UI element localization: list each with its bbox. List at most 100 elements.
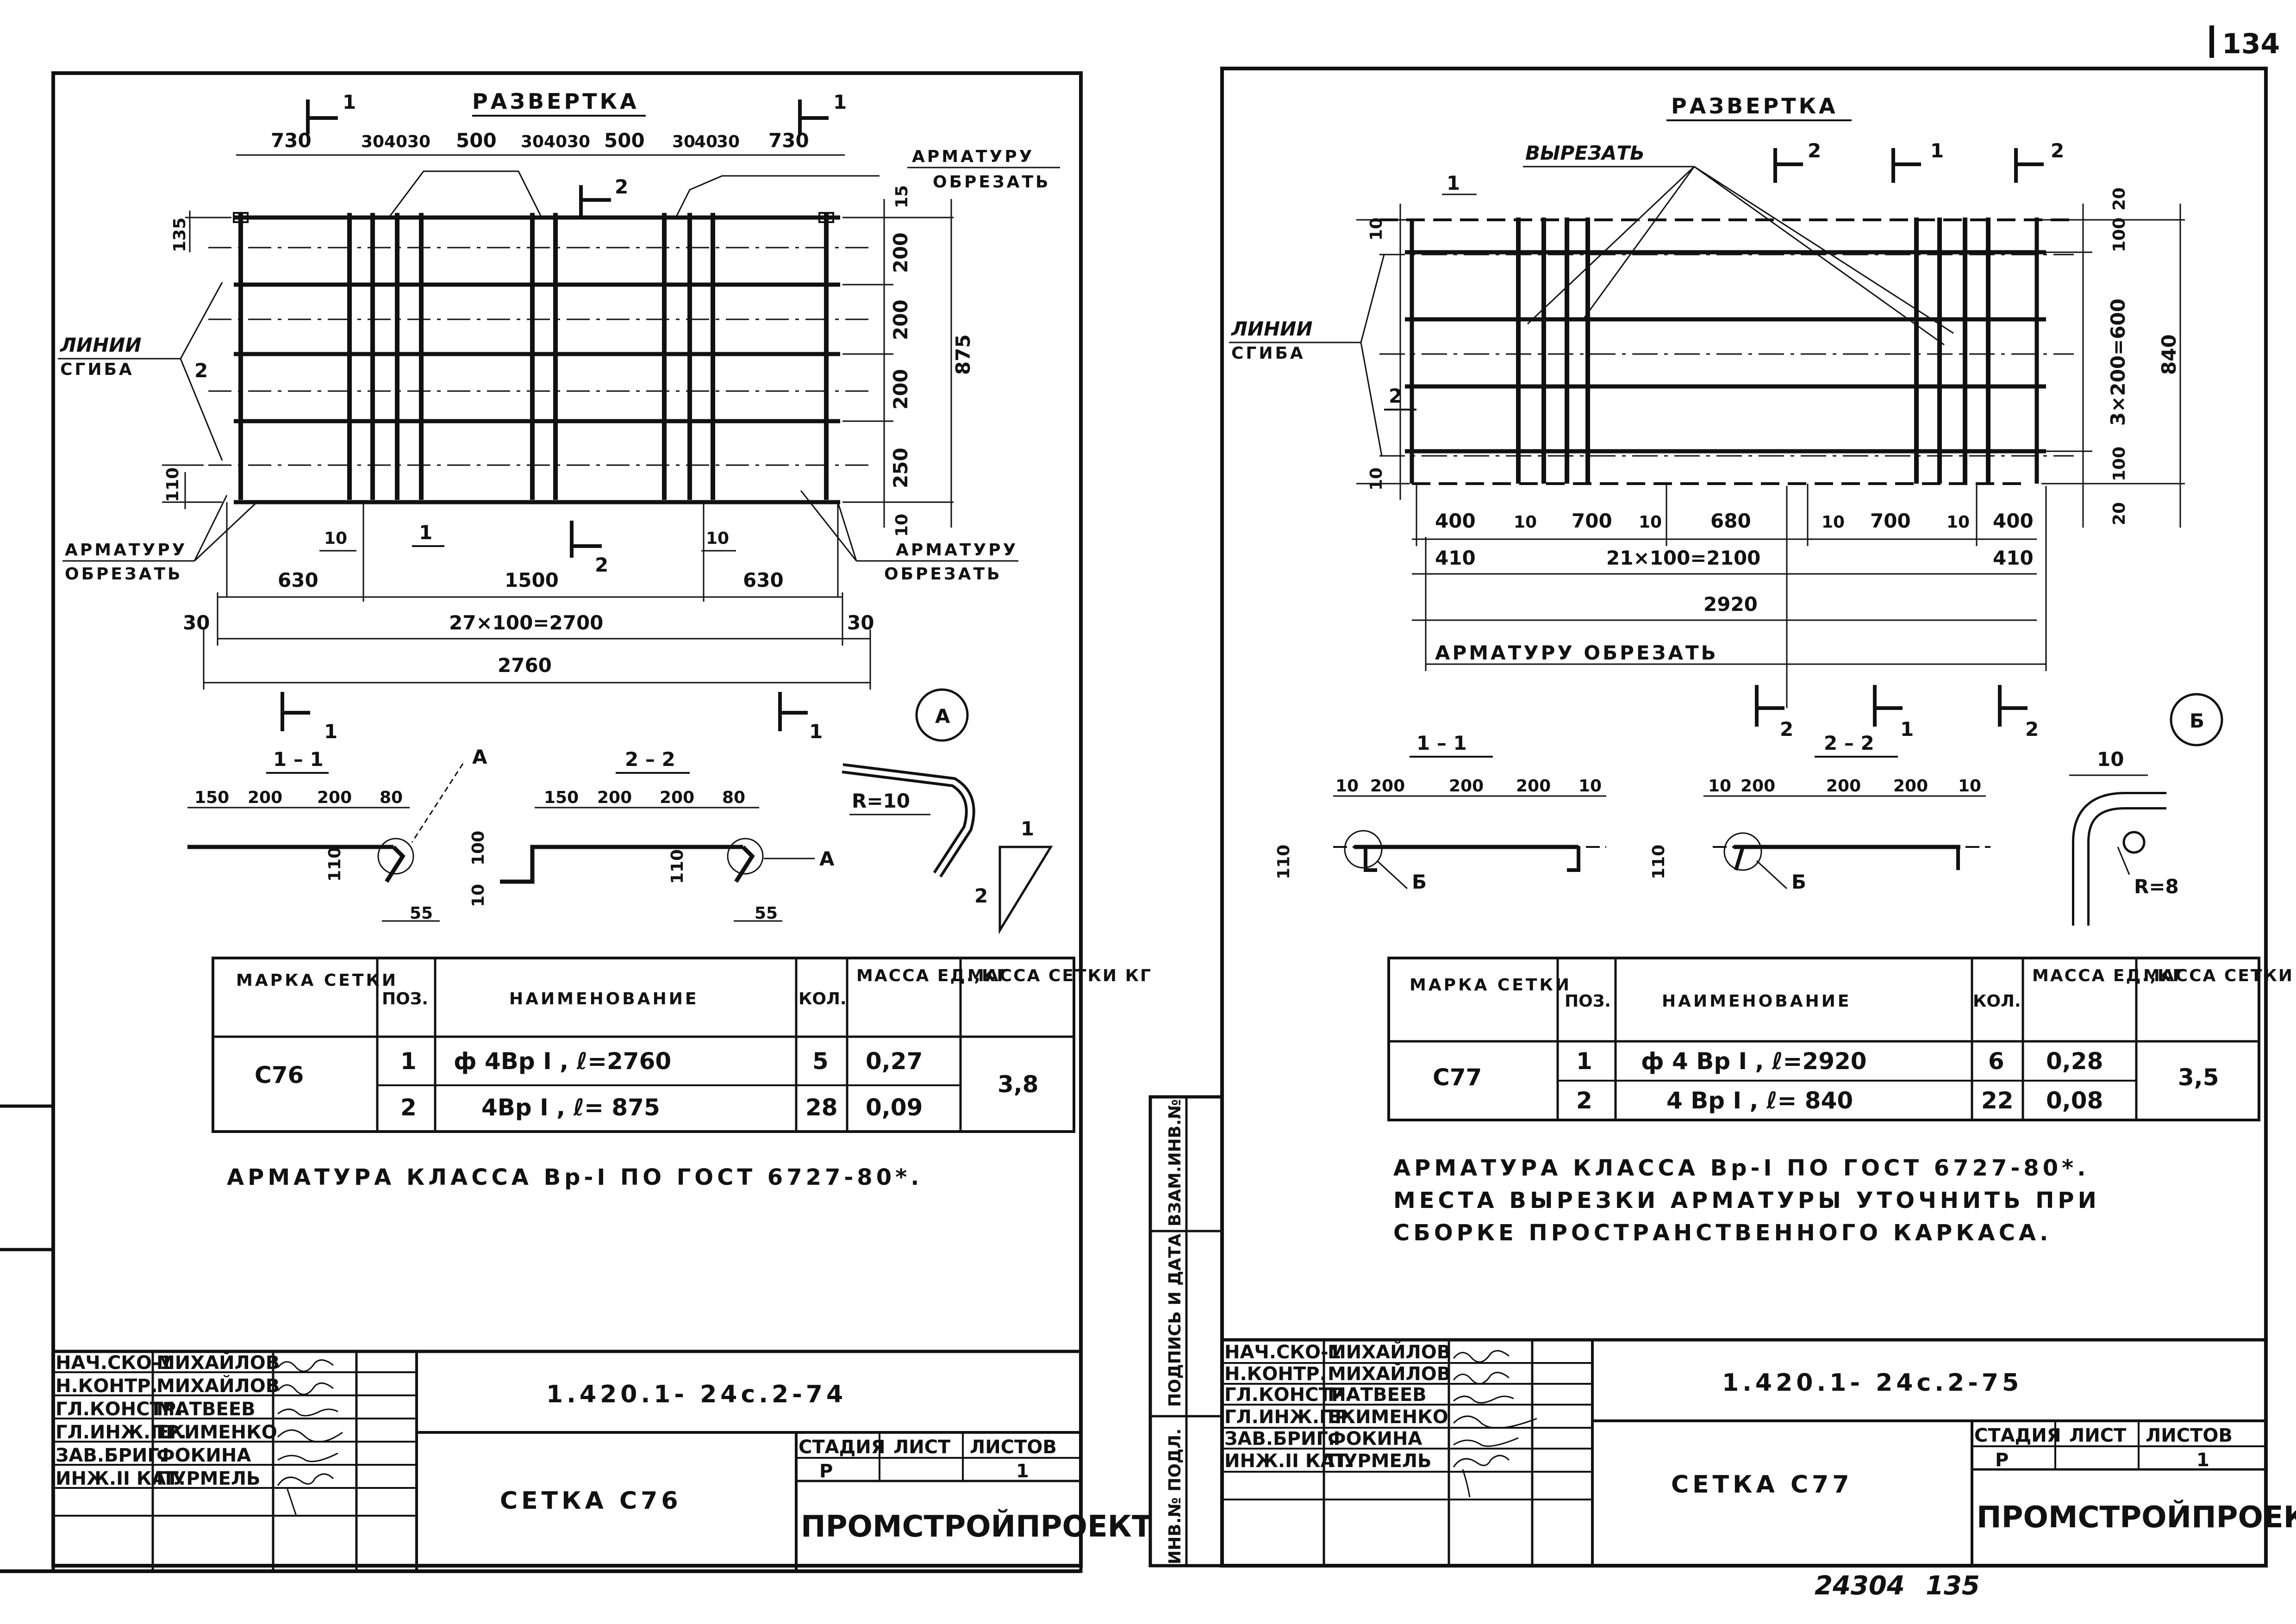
svg-text:1: 1 [1021,817,1034,840]
svg-text:10: 10 [1822,513,1845,532]
svg-text:МАССА ЕД.,КГ: МАССА ЕД.,КГ [2032,966,2184,985]
right-left-dim-a: 10 [1367,218,1386,241]
right-detail: 10 R=8 [2069,748,2179,926]
svg-text:40: 40 [384,132,407,151]
svg-text:250: 250 [889,448,912,488]
svg-text:2: 2 [1576,1087,1592,1114]
svg-text:НАИМЕНОВАНИЕ: НАИМЕНОВАНИЕ [509,989,699,1008]
svg-text:ЗАВ.БРИГ.: ЗАВ.БРИГ. [56,1445,166,1466]
right-total-height: 840 [2158,334,2180,375]
left-right-dims [842,199,954,528]
right-sheet: ИНВ.№ ПОДЛ. ПОДПИСЬ И ДАТА ВЗАМ.ИНВ.№ РА… [1148,67,2296,1568]
svg-text:55: 55 [755,904,778,923]
footer-inventory: 24304 135 [1815,1571,1980,1601]
svg-text:А: А [472,746,487,768]
svg-text:200: 200 [1449,777,1484,796]
right-side-stamp [1148,1095,1224,1568]
svg-text:0,09: 0,09 [866,1094,923,1121]
svg-text:30: 30 [672,132,695,151]
left-title-block [51,1350,1083,1573]
svg-text:МАССА СЕТКИ КГ: МАССА СЕТКИ КГ [967,966,1152,985]
svg-text:200: 200 [1893,777,1928,796]
svg-text:0,27: 0,27 [866,1048,923,1075]
page-number: 134 [2209,25,2280,60]
svg-text:КОЛ.: КОЛ. [1973,992,2021,1011]
right-cut-out-label: ВЫРЕЗАТЬ [1523,142,1954,346]
right-right-dim-labels: 20 100 3×200=600 100 20 840 [2107,187,2180,525]
svg-text:ЛИНИИ: ЛИНИИ [1230,317,1313,340]
svg-text:2 – 2: 2 – 2 [1824,732,1874,754]
svg-text:1: 1 [1900,718,1914,740]
svg-text:30: 30 [717,132,740,151]
right-section-marks-bottom: 2 1 2 [1755,685,2039,740]
svg-text:3×200=600: 3×200=600 [2107,299,2129,426]
left-sheet: РАЗВЕРТКА 1 1 2 730 30 40 30 500 30 40 3… [0,71,1152,1573]
svg-text:110: 110 [1274,845,1293,879]
svg-text:4Вр I , ℓ= 875: 4Вр I , ℓ= 875 [481,1094,660,1121]
svg-text:2: 2 [595,554,608,576]
left-frame [51,71,1083,1568]
svg-text:30: 30 [407,132,430,151]
svg-text:МАТВЕЕВ: МАТВЕЕВ [1328,1384,1427,1406]
svg-text:МЕСТА ВЫРЕЗКИ АРМАТУРЫ УТОЧНИТ: МЕСТА ВЫРЕЗКИ АРМАТУРЫ УТОЧНИТЬ ПРИ [1393,1188,2100,1213]
svg-text:С77: С77 [1433,1064,1482,1091]
left-dim-630a: 630 [278,569,318,591]
right-signatures [1453,1350,1537,1498]
left-dim-10b: 10 [706,529,729,548]
right-section-1-1: 1 – 1 10 200 200 200 10 110 Б [1274,732,1606,893]
left-firm: ПРОМСТРОЙПРОЕКТ [801,1509,1152,1544]
svg-text:80: 80 [380,788,403,807]
svg-text:40: 40 [694,132,718,151]
svg-text:МАТВЕЕВ: МАТВЕЕВ [156,1399,256,1420]
svg-text:30: 30 [521,132,544,151]
left-pos-1: 1 [419,521,432,544]
svg-text:40: 40 [544,132,567,151]
svg-text:21×100=2100: 21×100=2100 [1606,547,1760,569]
svg-text:110: 110 [325,847,344,882]
svg-text:А: А [819,847,835,870]
right-notes: АРМАТУРА КЛАССА Вр-I ПО ГОСТ 6727-80*. М… [1393,1155,2100,1246]
svg-text:ЛИСТ: ЛИСТ [893,1437,951,1458]
svg-text:СГИБА: СГИБА [60,360,134,379]
left-cut-label-left: АРМАТУРУ ОБРЕЗАТЬ [62,495,258,584]
svg-text:10: 10 [1514,513,1537,532]
svg-text:Н.КОНТР.: Н.КОНТР. [56,1375,158,1397]
svg-text:200: 200 [1826,777,1861,796]
svg-text:1: 1 [2196,1450,2209,1471]
right-title: РАЗВЕРТКА [1671,93,1838,118]
svg-text:500: 500 [456,129,497,152]
left-dim-30b: 30 [847,611,874,634]
svg-text:2: 2 [2051,139,2064,162]
svg-text:0,28: 0,28 [2046,1048,2103,1075]
left-detail: R=10 1 2 [842,763,1053,934]
svg-text:Н.КОНТР.: Н.КОНТР. [1224,1363,1327,1385]
svg-text:1 – 1: 1 – 1 [1416,732,1467,754]
svg-text:ОБРЕЗАТЬ: ОБРЕЗАТЬ [933,173,1050,192]
svg-text:1: 1 [1447,172,1460,194]
left-section-mark-1b: 1 [798,91,847,134]
svg-text:МАССА ЕД.,КГ: МАССА ЕД.,КГ [856,966,1009,985]
svg-text:150: 150 [194,788,229,807]
svg-text:2920: 2920 [1703,593,1758,616]
svg-text:ЕКИМЕНКО: ЕКИМЕНКО [1328,1406,1448,1428]
svg-text:10: 10 [469,884,488,907]
left-pos-2: 2 [194,359,208,382]
svg-text:6: 6 [1988,1048,2004,1075]
svg-text:200: 200 [248,788,282,807]
svg-text:С76: С76 [255,1062,304,1089]
right-title-block-text: НАЧ.СКО-1 Н.КОНТР. ГЛ.КОНСТР. ГЛ.ИНЖ.ПР.… [1224,1341,2296,1535]
svg-text:10: 10 [1639,513,1662,532]
svg-text:НАЧ.СКО-1: НАЧ.СКО-1 [56,1352,172,1374]
left-section-1-1: 1 – 1 150 200 200 80 110 55 А [187,746,487,923]
svg-text:ГЛ.КОНСТР.: ГЛ.КОНСТР. [56,1399,183,1420]
svg-text:СГИБА: СГИБА [1231,344,1305,363]
svg-text:2: 2 [974,884,988,907]
svg-text:200: 200 [317,788,352,807]
svg-text:ПОЗ.: ПОЗ. [382,989,428,1008]
left-bottom-dim-lines [203,592,871,690]
svg-text:R=10: R=10 [852,790,910,812]
svg-text:20: 20 [2110,187,2129,211]
right-bottom-dim-lines [1412,486,2047,671]
svg-text:10: 10 [2097,748,2124,771]
svg-text:МИХАЙЛОВ: МИХАЙЛОВ [156,1375,280,1397]
